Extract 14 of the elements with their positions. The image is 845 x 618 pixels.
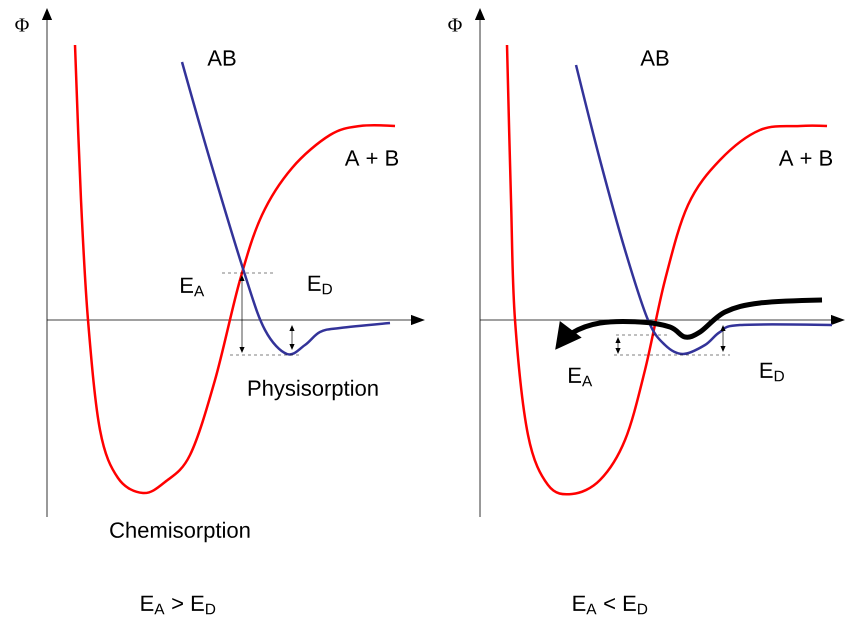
axis-label: Φ [448, 18, 462, 32]
text-label: AB [640, 50, 669, 66]
text-label: Physisorption [248, 380, 378, 400]
text-label: A + B [778, 150, 832, 166]
text-label: E$_{D}$ [760, 362, 784, 382]
axis-label: Φ [15, 18, 29, 32]
text-label: A + B [344, 150, 398, 166]
text-label: E$_{D}$ [308, 276, 332, 294]
text-label: E$_{A}$ > E$_{D}$ [141, 596, 216, 614]
text-label: AB [207, 50, 236, 66]
text-label: E$_{A}$ < E$_{D}$ [573, 596, 648, 614]
text-label: E$_{A}$ [181, 278, 204, 296]
text-label: E$_{A}$ [569, 368, 592, 386]
text-label: Chemisorption [110, 522, 250, 542]
